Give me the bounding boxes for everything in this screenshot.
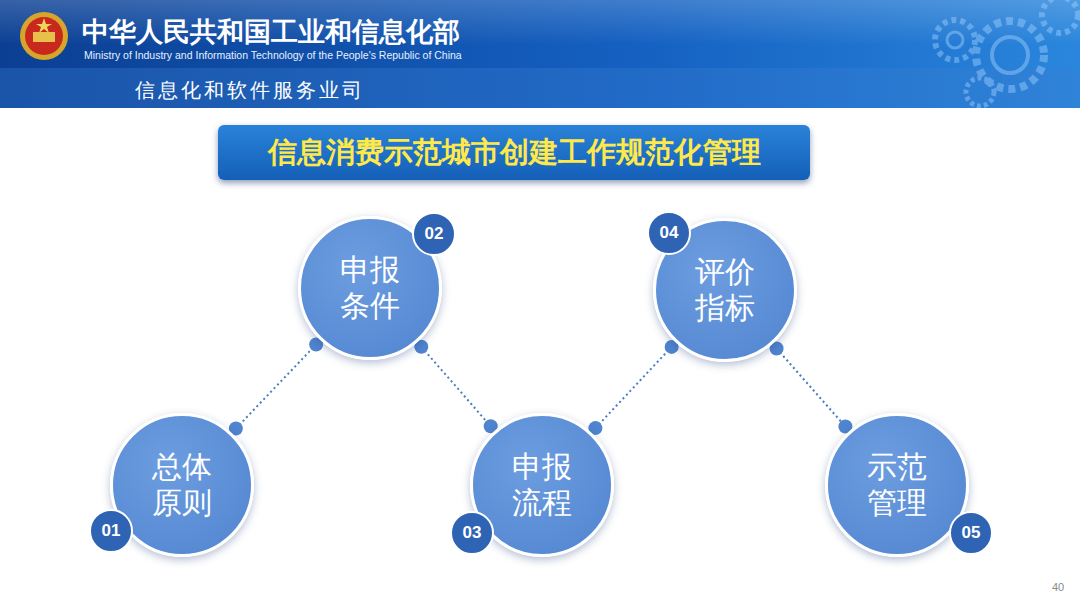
- national-emblem: [20, 12, 68, 60]
- connector-line: [777, 348, 846, 426]
- diagram-title: 信息消费示范城市创建工作规范化管理: [268, 133, 761, 173]
- topic-circle: 申报 条件02: [298, 216, 442, 360]
- topic-circle: 示范 管理05: [825, 413, 969, 557]
- dotted-connector: [770, 341, 853, 433]
- topic-text: 总体 原则: [146, 449, 218, 521]
- connector-line: [595, 347, 671, 428]
- callout-number: 04: [647, 211, 691, 255]
- topic-circle: 评价 指标04: [653, 218, 797, 362]
- topic-text: 评价 指标: [689, 254, 761, 326]
- callout-number: 05: [949, 511, 993, 555]
- callout-number: 03: [450, 511, 494, 555]
- topic-text: 申报 流程: [506, 449, 578, 521]
- connector-line: [421, 347, 490, 426]
- dotted-connector: [229, 337, 323, 435]
- topic-text: 示范 管理: [861, 449, 933, 521]
- topic-text: 申报 条件: [334, 252, 406, 324]
- page-number: 40: [1052, 581, 1064, 593]
- ministry-english: Ministry of Industry and Information Tec…: [84, 49, 462, 61]
- title-banner: 信息消费示范城市创建工作规范化管理: [218, 125, 810, 180]
- topic-circle: 申报 流程03: [470, 413, 614, 557]
- gear-decoration: [935, 0, 1078, 106]
- topic-circle: 总体 原则01: [110, 413, 254, 557]
- callout-number: 01: [89, 509, 133, 553]
- department-name: 信息化和软件服务业司: [135, 77, 365, 104]
- callout-number: 02: [412, 212, 456, 256]
- connector-line: [236, 344, 316, 428]
- dotted-connector: [414, 340, 497, 433]
- ministry-name: 中华人民共和国工业和信息化部: [82, 14, 460, 50]
- dotted-connector: [588, 340, 678, 435]
